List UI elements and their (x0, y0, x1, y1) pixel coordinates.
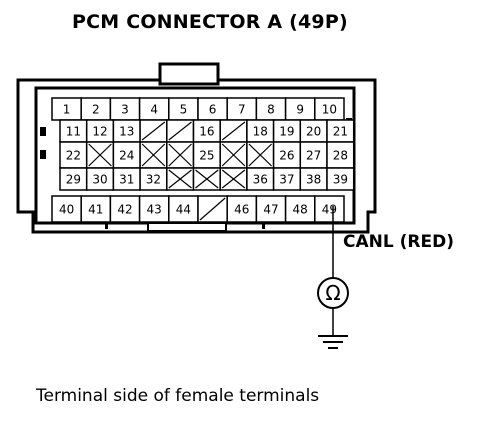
terminal-number: 19 (279, 125, 294, 139)
terminal-number: 46 (234, 203, 249, 217)
terminal-cavity (109, 195, 141, 223)
terminal-number: 9 (296, 103, 304, 117)
terminal-cavity (299, 141, 328, 169)
terminal-number: 38 (306, 173, 321, 187)
terminal-number: 21 (333, 125, 348, 139)
terminal-number: 8 (267, 103, 275, 117)
terminal-number: 2 (92, 103, 100, 117)
terminal-number: 27 (306, 149, 321, 163)
terminal-number: 5 (180, 103, 188, 117)
unused-cavity-mark (168, 169, 192, 189)
unused-cavity-mark (168, 121, 192, 141)
unused-cavity-mark (141, 121, 166, 141)
diagram-caption: Terminal side of female terminals (36, 386, 320, 406)
terminal-number: 40 (59, 203, 74, 217)
terminal-number: 13 (119, 125, 134, 139)
connector-housing-outer (16, 78, 377, 234)
unused-cavity-mark (195, 169, 219, 189)
terminal-cavity (284, 195, 316, 223)
terminal-cavity (59, 141, 88, 169)
terminal-number: 3 (121, 103, 129, 117)
terminal-number: 49 (322, 203, 337, 217)
terminal-number: 36 (253, 173, 268, 187)
terminal-number: 28 (333, 149, 348, 163)
terminal-number: 1 (63, 103, 71, 117)
terminal-cavity (226, 195, 258, 223)
terminal-number: 37 (279, 173, 294, 187)
terminal-number: 41 (88, 203, 103, 217)
terminal-number: 25 (199, 149, 214, 163)
terminal-number: 48 (293, 203, 308, 217)
terminal-number: 4 (150, 103, 158, 117)
terminal-number: 11 (66, 125, 81, 139)
unused-cavity-mark (141, 143, 166, 167)
terminal-number: 24 (119, 149, 134, 163)
bottom-marker (262, 223, 265, 229)
terminal-number: 18 (253, 125, 268, 139)
bottom-key (147, 222, 227, 232)
terminal-number: 44 (176, 203, 191, 217)
side-key (40, 150, 46, 159)
terminal-number: 42 (117, 203, 132, 217)
terminal-number: 29 (66, 173, 81, 187)
terminal-number: 10 (322, 103, 337, 117)
terminal-cavity (80, 195, 112, 223)
terminal-cavity (272, 141, 302, 169)
unused-cavity-mark (221, 169, 246, 189)
unused-cavity-mark (221, 121, 246, 141)
terminal-number: 22 (66, 149, 81, 163)
side-key (40, 127, 46, 136)
terminal-cavity (192, 141, 221, 169)
terminal-number: 32 (146, 173, 161, 187)
terminal-number: 7 (238, 103, 246, 117)
terminal-cavity (314, 195, 345, 223)
terminal-number: 16 (199, 125, 214, 139)
diagram-title: PCM CONNECTOR A (49P) (72, 11, 348, 33)
terminal-number: 30 (92, 173, 107, 187)
terminal-number: 20 (306, 125, 321, 139)
terminal-cavity (138, 195, 170, 223)
unused-cavity-mark (88, 143, 112, 167)
terminal-number: 12 (92, 125, 107, 139)
unused-cavity-mark (248, 143, 273, 167)
connector-lock-tab (158, 62, 220, 86)
unused-cavity-mark (168, 143, 192, 167)
bottom-marker (105, 223, 108, 229)
unused-cavity-mark (221, 143, 246, 167)
terminal-number: 26 (279, 149, 294, 163)
terminal-number: 39 (333, 173, 348, 187)
terminal-number: 31 (119, 173, 134, 187)
terminal-number: 47 (263, 203, 278, 217)
probe-label: CANL (RED) (343, 232, 454, 252)
ohm-symbol: Ω (325, 281, 340, 305)
terminal-cavity (326, 167, 355, 191)
unused-cavity-mark (199, 197, 226, 221)
terminal-number: 43 (147, 203, 162, 217)
terminal-number: 6 (209, 103, 217, 117)
